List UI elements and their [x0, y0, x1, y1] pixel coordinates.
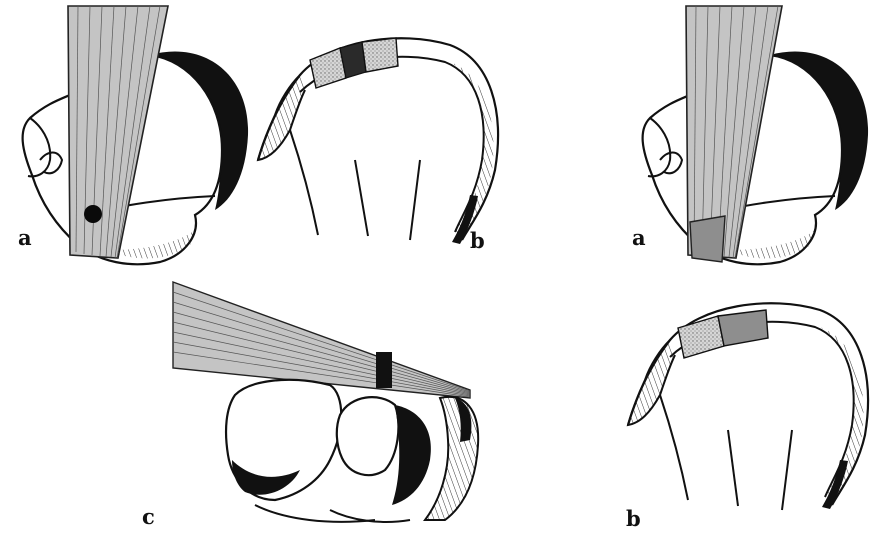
gray-patch-bottom-right — [718, 310, 768, 346]
shaded-target-patch — [690, 216, 725, 262]
shaft-lines — [355, 160, 420, 240]
stipple-patch-bottom-right — [678, 316, 724, 358]
label-a-top-left: a — [18, 225, 32, 250]
panel-top-left: a — [18, 6, 248, 264]
stipple-patch-2 — [362, 38, 398, 72]
beam-dark-band — [376, 352, 392, 388]
left-side-bottom-right — [628, 340, 675, 425]
left-side — [258, 75, 305, 160]
label-b-top-middle: b — [470, 228, 485, 253]
panel-bottom-middle: c — [142, 282, 478, 529]
panel-top-right: a — [632, 6, 868, 264]
label-b-bottom-right: b — [626, 506, 641, 531]
left-lower-edge — [290, 130, 318, 235]
label-a-top-right: a — [632, 225, 646, 250]
middle-condyle — [337, 397, 399, 475]
label-c-bottom-middle: c — [142, 504, 155, 529]
target-dot — [84, 205, 102, 223]
left-lower-edge-bottom-right — [660, 395, 688, 500]
middle-condyle-shade — [392, 405, 431, 505]
base-outline — [255, 505, 410, 522]
panel-top-middle: b — [258, 38, 498, 253]
panel-bottom-right: b — [626, 303, 868, 531]
shaft-lines-bottom-right — [728, 430, 792, 510]
